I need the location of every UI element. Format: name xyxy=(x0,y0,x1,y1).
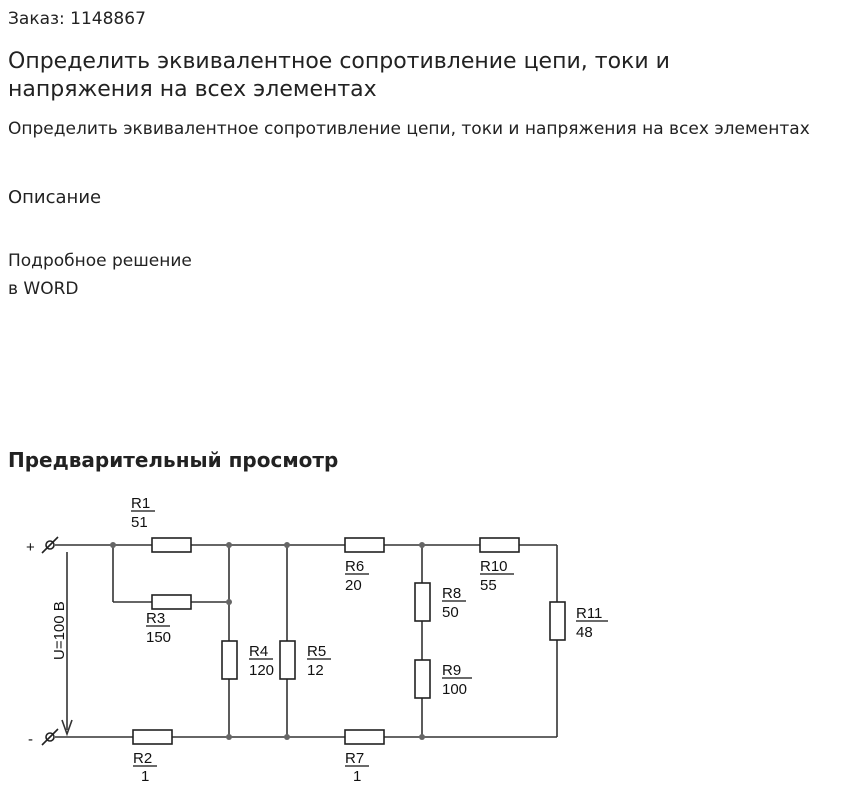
junction-dot xyxy=(226,734,232,740)
voltage-arrow-head xyxy=(61,719,73,737)
junction-dot xyxy=(284,734,290,740)
description-line-1: Подробное решение xyxy=(8,251,192,271)
resistor-r2 xyxy=(132,729,173,745)
r10-value: 55 xyxy=(480,577,497,594)
junction-dot xyxy=(284,542,290,548)
resistor-r5 xyxy=(279,640,296,680)
resistor-r1 xyxy=(151,537,192,553)
description-heading: Описание xyxy=(8,187,102,208)
order-number: Заказ: 1148867 xyxy=(8,9,146,29)
r1-value: 51 xyxy=(131,514,148,531)
r3-name: R3 xyxy=(146,610,165,627)
terminal-plus-slash xyxy=(41,536,59,554)
junction-dot xyxy=(110,542,116,548)
page-subtitle: Определить эквивалентное сопротивление ц… xyxy=(8,119,810,139)
r5-value: 12 xyxy=(307,662,324,679)
r5-name: R5 xyxy=(307,643,326,660)
resistor-r8 xyxy=(414,582,431,622)
r7-value: 1 xyxy=(353,768,361,785)
resistor-r3 xyxy=(151,594,192,610)
resistor-r11 xyxy=(549,601,566,641)
voltage-label: U=100 В xyxy=(51,601,68,660)
junction-dot xyxy=(419,734,425,740)
r11-name: R11 xyxy=(576,605,602,622)
r10-name: R10 xyxy=(480,558,508,575)
r7-name: R7 xyxy=(345,750,364,767)
r8-value: 50 xyxy=(442,604,459,621)
page-title: Определить эквивалентное сопротивление ц… xyxy=(8,49,670,102)
description-line-2: в WORD xyxy=(8,279,79,299)
terminal-plus-label: + xyxy=(26,539,35,556)
r8-name: R8 xyxy=(442,585,461,602)
r6-value: 20 xyxy=(345,577,362,594)
terminal-minus-slash xyxy=(41,728,59,746)
r4-value: 120 xyxy=(249,662,274,679)
r1-name: R1 xyxy=(131,495,150,512)
r4-name: R4 xyxy=(249,643,268,660)
r2-value: 1 xyxy=(141,768,149,785)
r9-value: 100 xyxy=(442,681,467,698)
r9-name: R9 xyxy=(442,662,461,679)
terminal-minus-label: - xyxy=(28,731,33,748)
junction-dot xyxy=(419,542,425,548)
circuit-diagram: + - U=100 В R1 51 R3 150 R4 120 R5 12 R6… xyxy=(26,495,608,785)
preview-heading: Предварительный просмотр xyxy=(8,448,339,472)
resistor-r10 xyxy=(479,537,520,553)
junction-dot xyxy=(226,599,232,605)
resistor-r6 xyxy=(344,537,385,553)
junction-dot xyxy=(226,542,232,548)
resistor-r4 xyxy=(221,640,238,680)
r3-value: 150 xyxy=(146,629,171,646)
resistor-r7 xyxy=(344,729,385,745)
r6-name: R6 xyxy=(345,558,364,575)
r11-value: 48 xyxy=(576,624,593,641)
resistor-r9 xyxy=(414,659,431,699)
r2-name: R2 xyxy=(133,750,152,767)
